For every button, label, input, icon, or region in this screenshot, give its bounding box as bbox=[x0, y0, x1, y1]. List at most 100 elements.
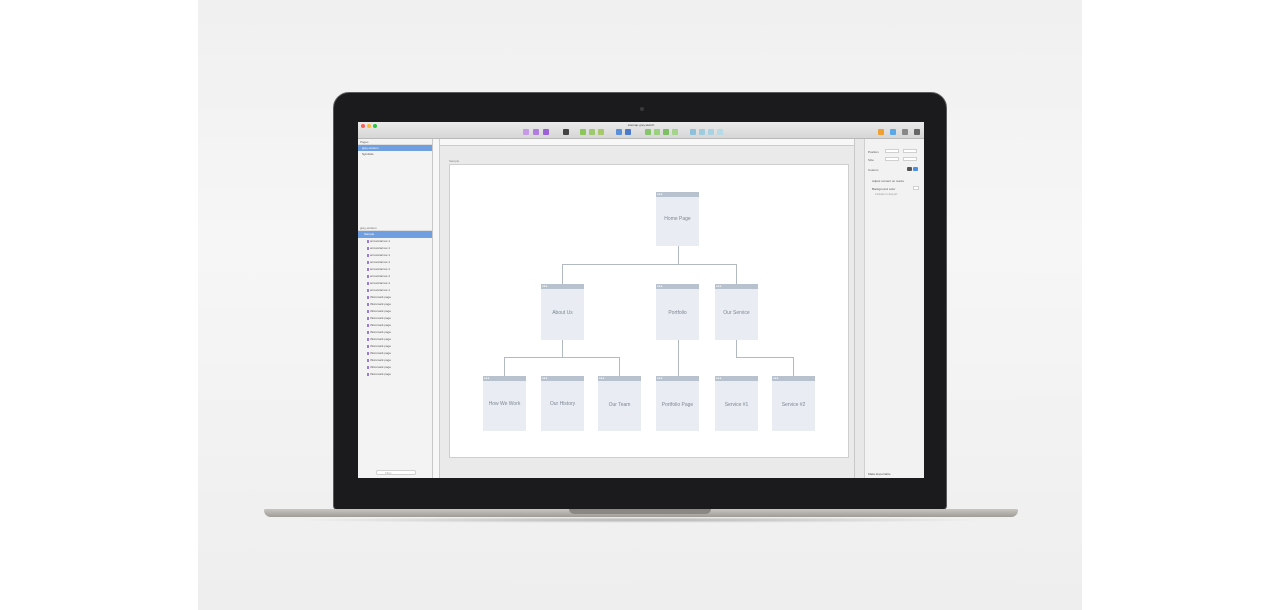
difference-icon[interactable] bbox=[672, 129, 678, 135]
layer-icon bbox=[367, 282, 369, 285]
layer-item[interactable]: arrows/arrow-1 bbox=[358, 266, 432, 273]
page-item-symbols[interactable]: Symbols bbox=[362, 152, 374, 156]
card-header: ●●● bbox=[715, 376, 758, 381]
layer-label: arrows/arrow-1 bbox=[370, 253, 391, 257]
card-label: Our Service bbox=[723, 310, 750, 316]
background-color-checkbox[interactable]: Background color bbox=[872, 187, 896, 191]
font-icon[interactable] bbox=[914, 129, 920, 135]
layer-group-sample[interactable]: Sample bbox=[358, 231, 432, 238]
sitemap-card-our-team[interactable]: ●●● Our Team bbox=[598, 376, 641, 431]
background-color-swatch[interactable] bbox=[913, 186, 919, 190]
export-icon[interactable] bbox=[878, 129, 884, 135]
sitemap-card-how-we-work[interactable]: ●●● How We Work bbox=[483, 376, 526, 431]
connector-line bbox=[562, 339, 563, 357]
layer-item[interactable]: arrows/arrow-1 bbox=[358, 287, 432, 294]
symbol-icon[interactable] bbox=[543, 129, 549, 135]
edit-icon[interactable] bbox=[580, 129, 586, 135]
sitemap-card-about[interactable]: ●●● About Us bbox=[541, 284, 584, 340]
connector-line bbox=[562, 264, 563, 284]
vertical-ruler bbox=[433, 139, 440, 478]
layer-item[interactable]: thisismark page bbox=[358, 343, 432, 350]
layer-label: thisismark page bbox=[370, 330, 392, 334]
card-header: ●●● bbox=[483, 376, 526, 381]
shape-icon[interactable] bbox=[533, 129, 539, 135]
make-exportable-button[interactable]: Make Exportable bbox=[868, 472, 891, 476]
zoom-window-button[interactable] bbox=[373, 124, 377, 128]
artboard[interactable]: ●●● Home Page ●●● About Us ●●● Portfolio… bbox=[449, 164, 849, 458]
layer-label: thisismark page bbox=[370, 344, 392, 348]
layer-label: arrows/arrow-1 bbox=[370, 239, 391, 243]
layer-label: arrows/arrow-1 bbox=[370, 274, 391, 278]
layer-item[interactable]: thisismark page bbox=[358, 322, 432, 329]
sitemap-card-home[interactable]: ●●● Home Page bbox=[656, 192, 699, 246]
inspector-toggle-icon[interactable] bbox=[902, 129, 908, 135]
left-panel: Pages grey-version Symbols grey-version … bbox=[358, 139, 433, 478]
union-icon[interactable] bbox=[645, 129, 651, 135]
layer-label: arrows/arrow-1 bbox=[370, 246, 391, 250]
layer-icon bbox=[367, 261, 369, 264]
landscape-toggle[interactable] bbox=[913, 167, 918, 171]
layer-item[interactable]: thisismark page bbox=[358, 294, 432, 301]
layer-item[interactable]: thisismark page bbox=[358, 336, 432, 343]
adjust-content-checkbox[interactable]: Adjust content on resize bbox=[872, 179, 905, 183]
layer-item[interactable]: thisismark page bbox=[358, 364, 432, 371]
layer-item[interactable]: thisismark page bbox=[358, 329, 432, 336]
mirror-icon[interactable] bbox=[708, 129, 714, 135]
layer-item[interactable]: arrows/arrow-1 bbox=[358, 280, 432, 287]
backward-icon[interactable] bbox=[625, 129, 631, 135]
cloud-share-icon[interactable] bbox=[890, 129, 896, 135]
width-field[interactable] bbox=[885, 157, 899, 161]
layer-label: thisismark page bbox=[370, 295, 392, 299]
card-label: Home Page bbox=[664, 216, 691, 222]
height-field[interactable] bbox=[903, 157, 917, 161]
insert-icon[interactable] bbox=[523, 129, 529, 135]
sitemap-card-service-2[interactable]: ●●● Service #2 bbox=[772, 376, 815, 431]
canvas[interactable]: Sample ●●● Home Page ●●● About Us bbox=[440, 146, 854, 478]
connector-line bbox=[736, 339, 737, 357]
layer-item[interactable]: arrows/arrow-1 bbox=[358, 273, 432, 280]
layer-label: thisismark page bbox=[370, 323, 392, 327]
layer-icon bbox=[367, 366, 369, 369]
layer-icon bbox=[367, 289, 369, 292]
position-x-field[interactable] bbox=[885, 149, 899, 153]
sitemap-card-portfolio-page[interactable]: ●●● Portfolio Page bbox=[656, 376, 699, 431]
card-header: ●●● bbox=[772, 376, 815, 381]
intersect-icon[interactable] bbox=[663, 129, 669, 135]
card-label: Portfolio Page bbox=[661, 402, 694, 408]
layer-item[interactable]: thisismark page bbox=[358, 357, 432, 364]
preset-select[interactable]: Custom bbox=[868, 168, 879, 172]
rotate-icon[interactable] bbox=[598, 129, 604, 135]
layer-search-input[interactable]: Filter bbox=[376, 470, 416, 475]
sitemap-card-service[interactable]: ●●● Our Service bbox=[715, 284, 758, 340]
forward-icon[interactable] bbox=[616, 129, 622, 135]
card-label: Our Team bbox=[608, 402, 631, 408]
layer-item[interactable]: thisismark page bbox=[358, 301, 432, 308]
layers-header: grey-version bbox=[358, 225, 432, 231]
layer-item[interactable]: arrows/arrow-1 bbox=[358, 245, 432, 252]
subtract-icon[interactable] bbox=[654, 129, 660, 135]
cloud-icon[interactable] bbox=[717, 129, 723, 135]
sitemap-card-portfolio[interactable]: ●●● Portfolio bbox=[656, 284, 699, 340]
position-y-field[interactable] bbox=[903, 149, 917, 153]
close-window-button[interactable] bbox=[361, 124, 365, 128]
portrait-toggle[interactable] bbox=[907, 167, 912, 171]
view-icon[interactable] bbox=[699, 129, 705, 135]
group-icon[interactable] bbox=[563, 129, 569, 135]
layer-item[interactable]: thisismark page bbox=[358, 315, 432, 322]
zoom-icon[interactable] bbox=[690, 129, 696, 135]
artboard-label[interactable]: Sample bbox=[449, 159, 460, 163]
include-in-export-checkbox[interactable]: Include in Export bbox=[875, 192, 898, 196]
window-title: sitemap-grey.sketch bbox=[627, 123, 655, 127]
sitemap-card-our-history[interactable]: ●●● Our History bbox=[541, 376, 584, 431]
page-item-grey-version[interactable]: grey-version bbox=[358, 145, 432, 151]
layer-item[interactable]: arrows/arrow-1 bbox=[358, 252, 432, 259]
layer-item[interactable]: arrows/arrow-1 bbox=[358, 259, 432, 266]
layer-item[interactable]: thisismark page bbox=[358, 371, 432, 378]
layer-item[interactable]: thisismark page bbox=[358, 350, 432, 357]
layer-item[interactable]: thisismark page bbox=[358, 308, 432, 315]
layer-item[interactable]: arrows/arrow-1 bbox=[358, 238, 432, 245]
layer-icon bbox=[367, 240, 369, 243]
sitemap-card-service-1[interactable]: ●●● Service #1 bbox=[715, 376, 758, 431]
transform-icon[interactable] bbox=[589, 129, 595, 135]
minimize-window-button[interactable] bbox=[367, 124, 371, 128]
